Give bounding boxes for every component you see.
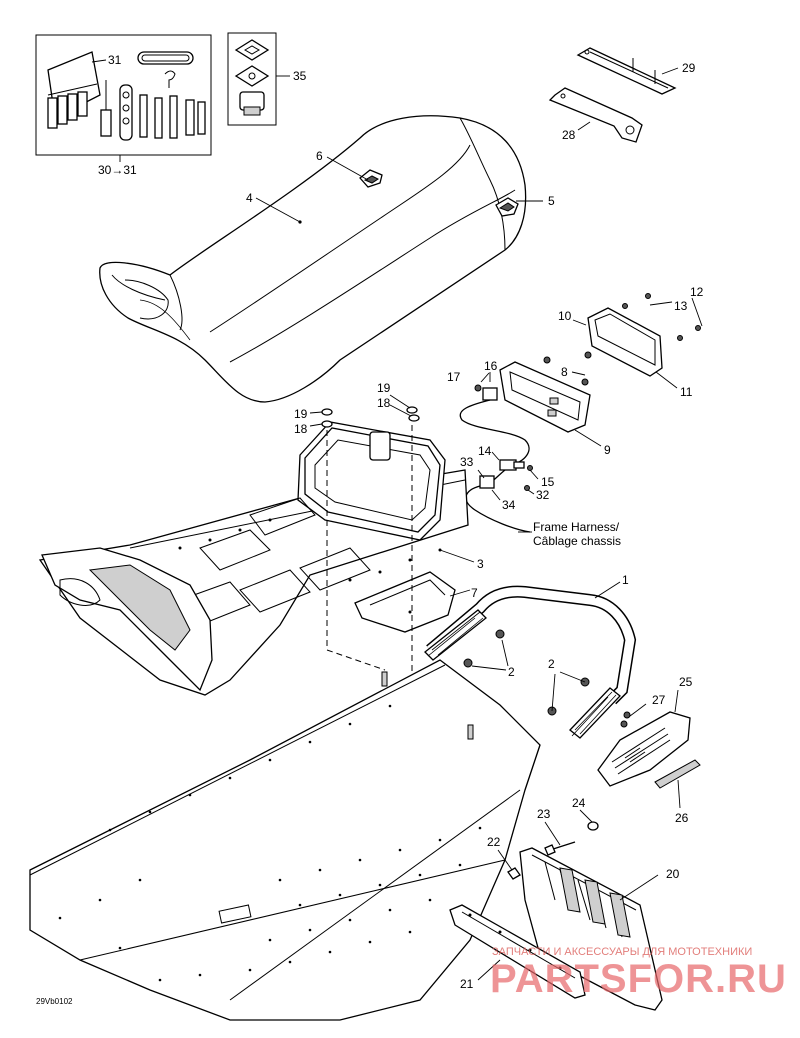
callout-14: 14 bbox=[478, 444, 492, 458]
callout-8: 8 bbox=[561, 365, 568, 379]
watermark-tagline: ЗАПЧАСТИ И АКСЕССУАРЫ ДЛЯ МОТОТЕХНИКИ bbox=[492, 946, 752, 958]
callout-26: 26 bbox=[675, 811, 689, 825]
part-29-bracket bbox=[576, 47, 679, 95]
right-grip bbox=[569, 687, 621, 739]
callout-18b: 18 bbox=[294, 422, 308, 436]
callout-35: 35 bbox=[293, 69, 307, 83]
callout-33: 33 bbox=[460, 455, 474, 469]
callout-16: 16 bbox=[484, 359, 498, 373]
callout-28: 28 bbox=[562, 128, 576, 142]
callout-5: 5 bbox=[548, 194, 555, 208]
callout-12: 12 bbox=[690, 285, 704, 299]
callout-11: 11 bbox=[680, 385, 693, 399]
diagram-code: 29Vb0102 bbox=[36, 997, 73, 1006]
watermark: ЗАПЧАСТИ И АКСЕССУАРЫ ДЛЯ МОТОТЕХНИКИ PA… bbox=[490, 946, 787, 1001]
callout-1: 1 bbox=[622, 573, 629, 587]
callout-32: 32 bbox=[536, 488, 550, 502]
storage-tray-part-3 bbox=[38, 394, 475, 696]
callout-6: 6 bbox=[316, 149, 323, 163]
callout-34: 34 bbox=[502, 498, 516, 512]
watermark-brand: PARTSFOR.RU bbox=[490, 957, 787, 1001]
fasteners-22-24 bbox=[497, 809, 599, 880]
grab-handle-part-1 bbox=[424, 581, 637, 739]
callout-20: 20 bbox=[666, 867, 680, 881]
left-grip bbox=[424, 609, 487, 661]
taillight-assembly bbox=[459, 293, 703, 533]
flap-bracket-part-21 bbox=[449, 904, 586, 999]
spare-belt bbox=[137, 51, 194, 65]
callout-17: 17 bbox=[447, 370, 461, 384]
kit-35-frame bbox=[227, 32, 277, 126]
part-28-wrench bbox=[548, 87, 643, 143]
callout-10: 10 bbox=[558, 309, 572, 323]
callout-13: 13 bbox=[674, 299, 688, 313]
tunnel-body bbox=[29, 659, 541, 1021]
snow-flap-part-20 bbox=[519, 847, 663, 1011]
tool-kit-group bbox=[35, 34, 212, 162]
callout-29: 29 bbox=[682, 61, 696, 75]
callout-27: 27 bbox=[652, 693, 666, 707]
callout-3: 3 bbox=[477, 557, 484, 571]
reflector-part-26 bbox=[654, 759, 701, 789]
tool-kit-frame bbox=[35, 34, 212, 156]
callout-24: 24 bbox=[572, 796, 586, 810]
seat-part-4 bbox=[99, 115, 543, 403]
callout-7: 7 bbox=[471, 586, 478, 600]
callout-4: 4 bbox=[246, 191, 253, 205]
harness-note: Frame Harness/ Câblage chassis bbox=[533, 520, 621, 548]
tunnel-rivets bbox=[58, 704, 482, 982]
cover-plate-part-7 bbox=[354, 571, 471, 633]
harness-note-fr: Câblage chassis bbox=[533, 534, 621, 548]
end-cap-part-25 bbox=[597, 689, 701, 809]
callout-25: 25 bbox=[679, 675, 693, 689]
callout-31: 31 bbox=[108, 53, 122, 67]
part-35-kit bbox=[227, 32, 290, 126]
callout-19a: 19 bbox=[377, 381, 391, 395]
callout-2b: 2 bbox=[548, 657, 555, 671]
callout-19b: 19 bbox=[294, 407, 308, 421]
callout-labels: 1 2 2 3 4 5 6 7 8 9 10 11 12 13 14 15 16… bbox=[98, 53, 704, 991]
callout-21: 21 bbox=[460, 977, 474, 991]
callout-2a: 2 bbox=[508, 665, 515, 679]
callout-15: 15 bbox=[541, 475, 555, 489]
callout-18a: 18 bbox=[377, 396, 391, 410]
callout-23: 23 bbox=[537, 807, 551, 821]
harness-note-en: Frame Harness/ bbox=[533, 520, 620, 534]
callout-30-to-31: 30→31 bbox=[98, 163, 137, 177]
callout-22: 22 bbox=[487, 835, 501, 849]
callout-9: 9 bbox=[604, 443, 611, 457]
